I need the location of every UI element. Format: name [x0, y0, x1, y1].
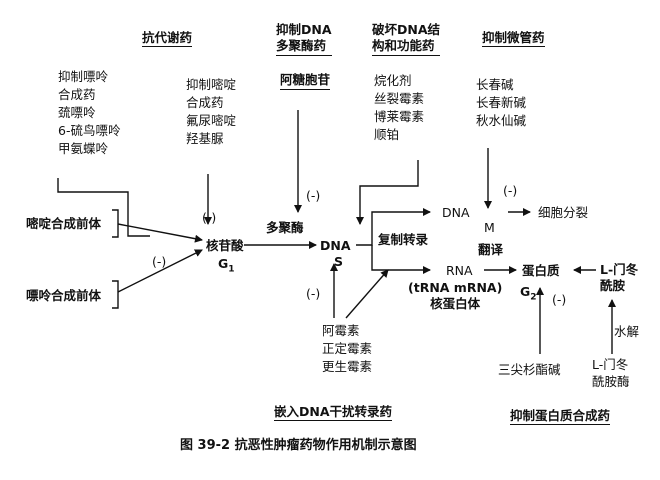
- dna-node: DNA: [320, 238, 351, 253]
- cell-division-node: 细胞分裂: [538, 205, 589, 220]
- intercalator-item: 正定霉素: [322, 341, 373, 356]
- pyrimidine-to-nucleotide: [117, 223, 203, 243]
- dna-damage-drug-list: 烷化剂 丝裂霉素 博莱霉素 顺铂: [374, 72, 424, 144]
- intercalator-item: 更生霉素: [322, 359, 373, 374]
- inhibit-mark-purine: (-): [152, 254, 167, 269]
- g2-letter: G: [520, 284, 531, 299]
- inhibit-mark-pyrimidine: (-): [202, 210, 217, 225]
- dna-damage-drug-item: 顺铂: [374, 127, 400, 142]
- inhibit-mark-vinca: (-): [503, 183, 518, 198]
- vinca-alkaloid-list: 长春碱 长春新碱 秋水仙碱: [476, 76, 526, 130]
- header-dna-polymerase: 抑制DNA 多聚酶药: [276, 22, 332, 56]
- dna-damage-arrow: [356, 160, 419, 225]
- ribosome-block: (tRNA mRNA) 核蛋白体: [408, 280, 502, 312]
- purine-inhibitor-item: 6-硫鸟嘌呤: [58, 123, 121, 138]
- inhibit-mark-harringtonine: (-): [552, 292, 567, 307]
- translation-label: 翻译: [478, 242, 504, 257]
- asparaginase-line1: L-门冬: [592, 357, 629, 372]
- header-dna-polymerase-line2: 多聚酶药: [276, 38, 332, 56]
- dna-damage-drug-item: 博莱霉素: [374, 109, 425, 124]
- g1-phase-label: G1: [218, 256, 235, 278]
- header-dna-damage: 破坏DNA结 构和功能药: [372, 22, 441, 56]
- cytarabine-label: 阿糖胞苷: [280, 72, 331, 90]
- purine-inhibitor-item: 抑制嘌呤: [58, 69, 109, 84]
- vinca-item: 长春碱: [476, 77, 514, 92]
- header-dna-polymerase-line1: 抑制DNA: [276, 22, 332, 37]
- inhibit-mark-cytarabine: (-): [306, 188, 321, 203]
- trna-mrna-label: (tRNA mRNA): [408, 280, 503, 295]
- protein-node: 蛋白质: [522, 263, 560, 278]
- m-phase-label: M: [484, 220, 495, 235]
- header-dna-damage-line1: 破坏DNA结: [372, 22, 441, 37]
- purine-precursor: 嘌呤合成前体: [26, 288, 102, 303]
- transcription-branch: [371, 245, 431, 274]
- ribosome-label: 核蛋白体: [430, 296, 481, 311]
- nucleotide-node: 核苷酸: [206, 238, 244, 253]
- vinca-item: 长春新碱: [476, 95, 527, 110]
- header-antimetabolites: 抗代谢药: [142, 30, 193, 47]
- header-microtubule: 抑制微管药: [482, 30, 545, 47]
- purine-inhibitor-item: 合成药: [58, 87, 96, 102]
- asparaginase-label: L-门冬 酰胺酶: [592, 356, 630, 390]
- asparagine-node: L-门冬 酰胺: [600, 262, 638, 294]
- pyrimidine-inhibitor-item: 羟基脲: [186, 131, 224, 146]
- pyrimidine-inhibitor-list: 抑制嘧啶 合成药 氟尿嘧啶 羟基脲: [186, 76, 236, 148]
- pyrimidine-inhibitor-item: 合成药: [186, 95, 224, 110]
- hydrolysis-label: 水解: [614, 324, 640, 339]
- figure-caption: 图 39-2 抗恶性肿瘤药物作用机制示意图: [180, 438, 417, 453]
- purine-to-nucleotide: [117, 249, 203, 293]
- inhibit-mark-intercalator: (-): [306, 286, 321, 301]
- rna-node: RNA: [446, 263, 473, 278]
- replication-branch: [356, 208, 431, 246]
- s-phase-label: S: [334, 254, 344, 269]
- pyrimidine-inhibitor-item: 氟尿嘧啶: [186, 113, 237, 128]
- header-intercalating: 嵌入DNA干扰转录药: [274, 404, 393, 421]
- header-protein-synthesis: 抑制蛋白质合成药: [510, 408, 611, 425]
- intercalator-list: 阿霉素 正定霉素 更生霉素: [322, 322, 372, 376]
- g2-phase-label: G2: [520, 284, 537, 306]
- g1-subscript: 1: [228, 264, 235, 275]
- polymerase-label: 多聚酶: [266, 220, 304, 235]
- purine-inhibitor-connector: [57, 178, 150, 237]
- g2-subscript: 2: [530, 292, 537, 303]
- asparagine-line2: 酰胺: [600, 278, 626, 293]
- purine-inhibitor-item: 甲氨蝶呤: [58, 141, 109, 156]
- asparagine-line1: L-门冬: [600, 262, 639, 277]
- g1-letter: G: [218, 256, 229, 271]
- pyrimidine-precursor: 嘧啶合成前体: [26, 216, 102, 231]
- asparaginase-line2: 酰胺酶: [592, 374, 630, 389]
- dna-damage-drug-item: 丝裂霉素: [374, 91, 425, 106]
- vinca-item: 秋水仙碱: [476, 113, 527, 128]
- header-dna-damage-line2: 构和功能药: [372, 38, 441, 56]
- purine-inhibitor-item: 巯嘌呤: [58, 105, 96, 120]
- intercalator-arrow-right: [345, 269, 389, 319]
- dna-m-node: DNA: [442, 205, 470, 220]
- dna-damage-drug-item: 烷化剂: [374, 73, 412, 88]
- replication-transcription-label: 复制转录: [378, 232, 429, 247]
- intercalator-item: 阿霉素: [322, 323, 360, 338]
- pyrimidine-bracket: [112, 209, 119, 238]
- harringtonine-label: 三尖杉酯碱: [498, 362, 561, 377]
- purine-bracket: [112, 280, 119, 309]
- purine-inhibitor-list: 抑制嘌呤 合成药 巯嘌呤 6-硫鸟嘌呤 甲氨蝶呤: [58, 68, 120, 158]
- pyrimidine-inhibitor-item: 抑制嘧啶: [186, 77, 237, 92]
